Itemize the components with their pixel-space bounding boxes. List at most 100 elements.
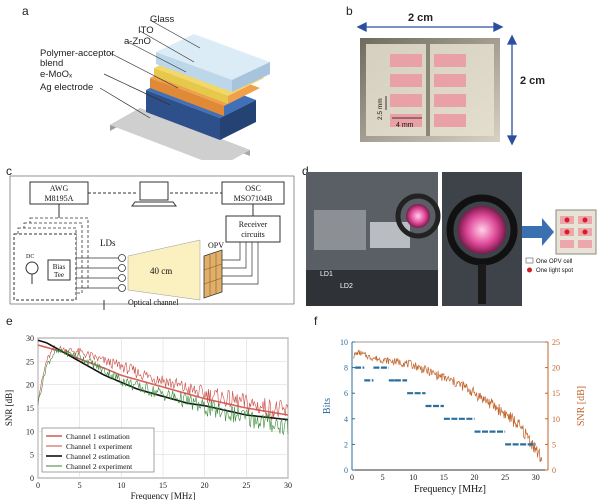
opv-cell: [390, 94, 422, 107]
arrow-head: [493, 21, 504, 33]
y-axis-label: SNR [dB]: [4, 390, 14, 426]
cell-grid: [390, 54, 466, 127]
x-tick-label: 30: [284, 481, 292, 490]
small-h-label: 4 mm: [396, 122, 414, 129]
snr-line: [353, 349, 543, 463]
opv-cell: [434, 54, 466, 67]
dc-label: DC: [26, 254, 34, 260]
osc-label: OSC: [245, 184, 261, 193]
arrow-head: [356, 21, 367, 33]
ld1-label: LD1: [320, 271, 333, 278]
opv-cell: [434, 74, 466, 87]
laser-diode-icon: [118, 274, 126, 282]
opv-grid-line: [203, 277, 223, 285]
panel-letter-c: c: [6, 164, 12, 178]
light-beam: [127, 239, 201, 301]
panel-letter-e: e: [6, 314, 13, 328]
x-tick-label: 25: [242, 481, 250, 490]
pink-light-closeup: [458, 206, 506, 254]
leader-line: [99, 87, 151, 119]
substrate-top: [110, 108, 250, 160]
awg-label: AWG: [50, 184, 69, 193]
small-v-label: 2.5 mm: [377, 98, 384, 120]
y-tick-label: 10: [340, 338, 348, 347]
width-label: 2 cm: [408, 12, 433, 24]
opv-receiver-wire: [222, 242, 253, 277]
laptop-base: [131, 201, 177, 207]
x-tick-label: 5: [381, 473, 385, 482]
x-tick-label: 30: [532, 473, 540, 482]
layer-blend-side: [220, 100, 256, 140]
laser-diode-icon: [118, 284, 126, 292]
leader-line: [109, 52, 179, 89]
layer-label-polymer: Polymer-acceptor: [40, 48, 114, 59]
panel-c: c AWG M8195A OSC MSO7104B Receiver circu…: [0, 160, 300, 310]
x-tick-label: 10: [117, 481, 125, 490]
leader-line: [127, 41, 187, 73]
divider-strip: [426, 44, 430, 136]
y-axis-label: Bits: [322, 398, 333, 414]
leader-line: [149, 19, 201, 49]
layer-label-blend: blend: [40, 58, 63, 69]
arrow-head: [506, 34, 518, 45]
legend-cell-label: One OPV cell: [536, 259, 572, 265]
receiver-box: [225, 215, 281, 243]
opv-cell: [390, 114, 422, 127]
y-tick-label: 15: [26, 404, 34, 413]
y2-tick-label: 20: [552, 364, 560, 373]
x-tick-label: 0: [36, 481, 40, 490]
laptop-icon: [139, 181, 169, 201]
opv-label: OPV: [208, 241, 224, 250]
lab-equipment: [370, 222, 410, 248]
lds-label: LDs: [100, 238, 116, 248]
x-tick-label: 15: [159, 481, 167, 490]
panel-letter-a: a: [22, 4, 29, 18]
opv-receiver-wire: [222, 242, 241, 261]
x-tick-label: 5: [78, 481, 82, 490]
distance-label: 40 cm: [150, 266, 172, 276]
opv-cell: [434, 114, 466, 127]
y-tick-label: 4: [344, 415, 348, 424]
laser-diode-icon: [118, 264, 126, 272]
opv-cell: [390, 54, 422, 67]
y-tick-label: 6: [344, 389, 348, 398]
panel-letter-d: d: [302, 164, 309, 178]
y-tick-label: 5: [30, 451, 34, 460]
lens-mount: [395, 193, 441, 239]
x-tick-label: 25: [501, 473, 509, 482]
opv-cell: [578, 240, 592, 248]
device-photo: 2 cm 2 cm 2.5 mm 4 mm: [356, 12, 545, 146]
osc-model: MSO7104B: [234, 194, 273, 203]
legend-label: Channel 2 estimation: [66, 452, 130, 461]
layer-label-ag: Ag electrode: [40, 82, 93, 93]
legend-cell-swatch: [525, 257, 534, 264]
layer-zno-front: [150, 78, 224, 116]
channel-label: Optical channel: [128, 298, 179, 307]
light-spot: [582, 217, 588, 223]
series-line: [37, 339, 289, 421]
zoom-arrow: [522, 218, 554, 246]
legend-spot-swatch: [527, 267, 532, 273]
panel-d: d LD1 LD2: [300, 160, 600, 310]
legend-label: Channel 1 experiment: [66, 442, 133, 451]
awg-model: M8195A: [45, 194, 74, 203]
ld2-label: LD2: [340, 283, 353, 290]
x-tick-label: 20: [201, 481, 209, 490]
opv-layer-diagram: Glass ITO a-ZnO Polymer-acceptor blend e…: [40, 14, 270, 160]
y-tick-label: 20: [26, 381, 34, 390]
series-line: [37, 344, 289, 420]
opv-module: [203, 249, 223, 299]
layer-glass-front: [156, 52, 232, 92]
x-tick-label: 0: [350, 473, 354, 482]
y-tick-label: 0: [30, 474, 34, 483]
x-axis-label: Frequency [MHz]: [131, 491, 196, 500]
lens-mount-closeup: [446, 194, 518, 266]
opv-receiver-wire: [222, 242, 247, 269]
dc-source-icon: [25, 261, 39, 275]
series-line: [37, 348, 289, 436]
mount-post: [478, 264, 486, 304]
opv-cell: [560, 240, 574, 248]
y-tick-label: 25: [26, 357, 34, 366]
